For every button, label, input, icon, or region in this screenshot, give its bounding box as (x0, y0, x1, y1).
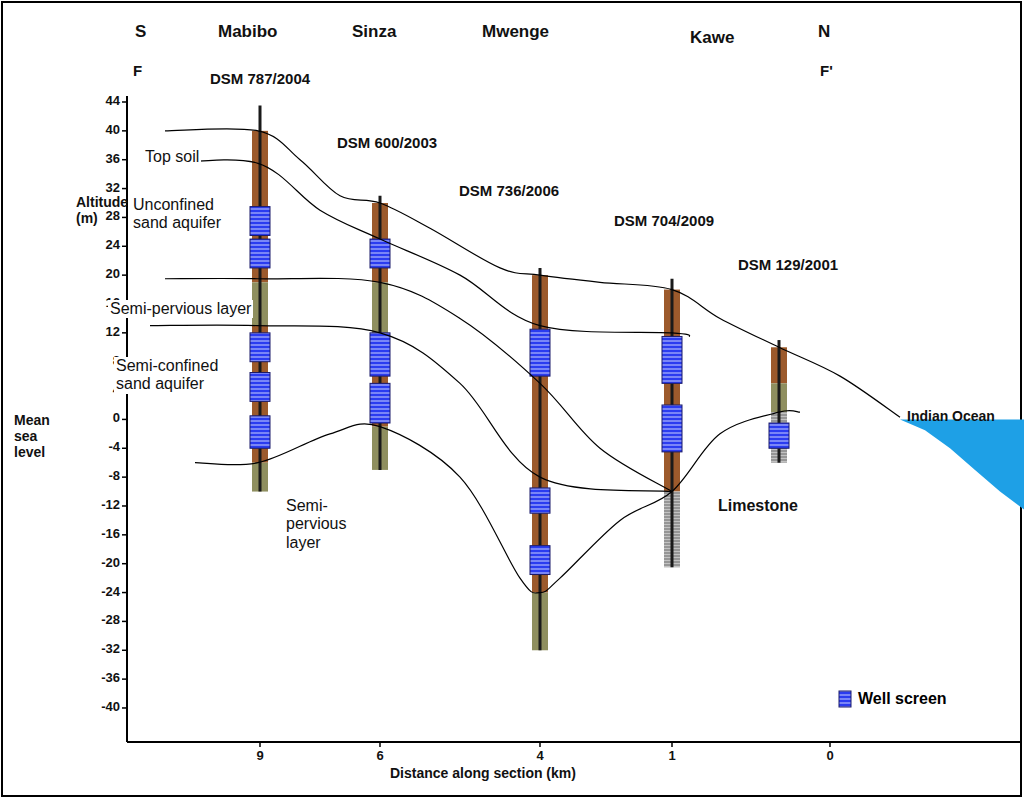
label: Limestone (716, 497, 800, 515)
label: -36 (84, 671, 120, 686)
label: 4 (520, 749, 560, 764)
label: DSM 704/2009 (614, 212, 714, 229)
label: Sinza (352, 22, 396, 42)
label: 36 (84, 152, 120, 167)
label: -20 (84, 556, 120, 571)
label: Semi-confined sand aquifer (114, 357, 248, 394)
y-tick (122, 621, 127, 623)
label: N (818, 22, 830, 42)
label: Semi-pervious layer (284, 497, 383, 552)
label: Mean sea level (14, 412, 70, 460)
label: Unconfined sand aquifer (131, 196, 245, 233)
y-tick (122, 130, 127, 132)
label: Top soil (143, 148, 201, 166)
label: 12 (84, 325, 120, 340)
legend-text: Well screen (858, 690, 947, 708)
well-screen (530, 488, 550, 513)
layer-boundary (150, 325, 672, 491)
y-tick (122, 332, 127, 334)
legend-row: Well screen (838, 690, 947, 708)
label: Indian Ocean (907, 408, 995, 424)
label: Altitude (m) (76, 194, 120, 226)
y-tick (122, 159, 127, 161)
label: 1 (652, 749, 692, 764)
well-screen (370, 239, 390, 268)
label: -4 (84, 440, 120, 455)
x-tick (379, 742, 381, 747)
label: -12 (84, 498, 120, 513)
x-axis (127, 741, 1022, 743)
label: DSM 736/2006 (459, 182, 559, 199)
label: Mabibo (218, 22, 278, 42)
x-tick (671, 742, 673, 747)
label: 6 (360, 749, 400, 764)
label: 0 (84, 411, 120, 426)
label: 32 (84, 181, 120, 196)
label: F (133, 62, 142, 79)
well-screen (662, 405, 682, 452)
well-screen (250, 207, 270, 236)
y-tick (122, 678, 127, 680)
label: -8 (84, 469, 120, 484)
label: 44 (84, 94, 120, 109)
well-screen (370, 333, 390, 376)
label: 24 (84, 238, 120, 253)
well-screen (370, 383, 390, 423)
x-tick (259, 742, 261, 747)
y-tick (122, 419, 127, 421)
well-screen (662, 336, 682, 383)
y-tick (122, 448, 127, 450)
layer-boundary (165, 129, 900, 418)
well-screen (250, 373, 270, 402)
well-screen (530, 329, 550, 376)
label: Kawe (690, 28, 734, 48)
y-tick (122, 505, 127, 507)
y-tick (122, 217, 127, 219)
well-screen (769, 423, 789, 448)
y-tick (122, 476, 127, 478)
label: F' (820, 62, 833, 79)
ocean (900, 419, 1024, 509)
label: -24 (84, 585, 120, 600)
y-tick (122, 274, 127, 276)
y-tick (122, 563, 127, 565)
well-screen (250, 416, 270, 448)
label: -32 (84, 642, 120, 657)
y-tick (122, 101, 127, 103)
y-tick (122, 246, 127, 248)
x-tick (829, 742, 831, 747)
label: DSM 600/2003 (337, 134, 437, 151)
label: Distance along section (km) (390, 765, 576, 781)
y-tick (122, 650, 127, 652)
label: DSM 787/2004 (210, 70, 310, 87)
label: -16 (84, 527, 120, 542)
label: DSM 129/2001 (738, 256, 838, 273)
well-screen (250, 239, 270, 268)
legend-swatch (838, 690, 852, 708)
y-tick (122, 188, 127, 190)
y-tick (122, 707, 127, 709)
layer-boundary (195, 411, 800, 593)
label: -28 (84, 613, 120, 628)
label: 9 (240, 749, 280, 764)
label: S (135, 22, 146, 42)
label: Semi-pervious layer (108, 300, 253, 318)
x-tick (539, 742, 541, 747)
label: -40 (84, 700, 120, 715)
well-screen (250, 333, 270, 362)
label: 40 (84, 123, 120, 138)
well-screen (530, 546, 550, 575)
label: Mwenge (482, 22, 549, 42)
label: 20 (84, 267, 120, 282)
y-tick (122, 592, 127, 594)
y-tick (122, 534, 127, 536)
label: 0 (810, 749, 850, 764)
